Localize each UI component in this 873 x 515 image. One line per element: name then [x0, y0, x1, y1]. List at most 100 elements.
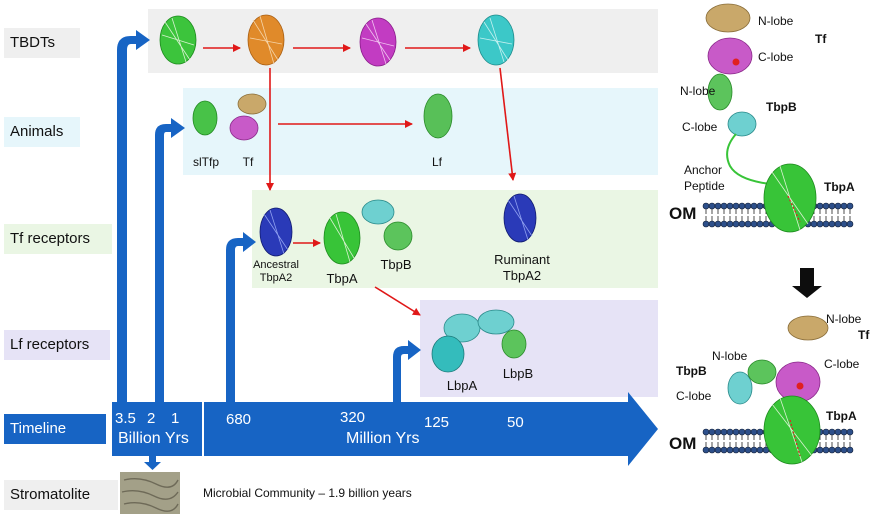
timeline-branch-125 [393, 340, 421, 402]
complex-top-label-anchor2: Peptide [684, 179, 725, 193]
membrane-lipid-bead [708, 202, 716, 210]
row-label-animals: Animals [4, 117, 80, 147]
tbdt-protein-magenta [359, 17, 397, 67]
membrane-lipid-bead [828, 428, 836, 436]
complex-top-label-clobe-tf: C-lobe [758, 50, 794, 64]
membrane-lipid-bead [732, 220, 740, 228]
sltfp-protein [192, 100, 218, 136]
membrane-lipid-bead [744, 220, 752, 228]
complex-top-tf-clobe [707, 37, 753, 75]
membrane-lipid-bead [822, 446, 830, 454]
membrane-lipid-bead [744, 202, 752, 210]
membrane-lipid-bead [702, 202, 710, 210]
membrane-lipid-bead [720, 202, 728, 210]
complex-bottom-label-nlobe-b: N-lobe [712, 349, 748, 363]
complex-bottom-label-om: OM [669, 434, 697, 453]
membrane-lipid-bead [750, 220, 758, 228]
membrane-lipid-bead [846, 428, 854, 436]
membrane-lipid-bead [714, 446, 722, 454]
timeline-million-yrs: Million Yrs [346, 430, 420, 447]
complex-top-label-nlobe-tf: N-lobe [758, 14, 794, 28]
membrane-lipid-bead [726, 428, 734, 436]
stromatolite-caption: Microbial Community – 1.9 billion years [203, 486, 412, 500]
membrane-lipid-bead [714, 428, 722, 436]
complex-bottom-tf-clobe [775, 361, 821, 403]
membrane-lipid-bead [840, 428, 848, 436]
row-label-tf-receptors: Tf receptors [4, 224, 112, 254]
membrane-lipid-bead [828, 220, 836, 228]
membrane-lipid-bead [816, 220, 824, 228]
membrane-lipid-bead [744, 446, 752, 454]
membrane-lipid-bead [816, 446, 824, 454]
membrane-lipid-bead [732, 202, 740, 210]
membrane-lipid-bead [708, 220, 716, 228]
tbdts-band [148, 9, 658, 73]
timeline-tick-2: 2 [147, 410, 156, 427]
membrane-lipid-bead [846, 202, 854, 210]
membrane-lipid-bead [750, 428, 758, 436]
complex-bottom-label-clobe-b: C-lobe [676, 389, 712, 403]
complex-top-label-tbpb: TbpB [766, 100, 797, 114]
complex-top-label-anchor1: Anchor [684, 163, 723, 177]
membrane-lipid-bead [840, 220, 848, 228]
ruminant-tbpa2-protein [503, 193, 537, 243]
lbpa-protein [431, 313, 481, 373]
membrane-lipid-bead [840, 202, 848, 210]
membrane-lipid-bead [846, 446, 854, 454]
complex-top-label-nlobe-b: N-lobe [680, 84, 716, 98]
complex-bottom-tbpa [763, 395, 821, 465]
label-ancestral-line1: Ancestral [253, 259, 299, 271]
membrane-lipid-bead [744, 428, 752, 436]
membrane-lipid-bead [714, 202, 722, 210]
membrane-lipid-bead [720, 220, 728, 228]
tbpb-protein [361, 199, 413, 251]
label-lf: Lf [431, 155, 442, 169]
membrane-lipid-bead [750, 202, 758, 210]
complex-top-label-tf: Tf [815, 32, 827, 46]
complex-top-label-tbpa: TbpA [824, 180, 855, 194]
membrane-lipid-bead [708, 446, 716, 454]
membrane-lipid-bead [702, 220, 710, 228]
timeline-tick-320: 320 [340, 409, 366, 426]
membrane-lipid-bead [720, 446, 728, 454]
membrane-lipid-bead [732, 446, 740, 454]
lf-protein [423, 93, 453, 139]
membrane-lipid-bead [738, 220, 746, 228]
complex-down-arrow [792, 268, 822, 298]
membrane-lipid-bead [762, 220, 770, 228]
row-label-lf-receptors: Lf receptors [4, 330, 110, 360]
membrane-lipid-bead [702, 446, 710, 454]
stromatolite-down-arrow [144, 456, 161, 470]
label-ruminant-line2: TbpA2 [502, 268, 542, 283]
membrane-lipid-bead [738, 446, 746, 454]
membrane-lipid-bead [834, 428, 842, 436]
timeline-tick-680: 680 [226, 411, 252, 428]
timeline-arrow [112, 392, 658, 466]
membrane-lipid-bead [738, 428, 746, 436]
membrane-lipid-bead [720, 428, 728, 436]
membrane-lipid-bead [726, 446, 734, 454]
timeline-tick-125: 125 [424, 414, 450, 431]
membrane-lipid-bead [756, 446, 764, 454]
tf-protein [229, 93, 267, 141]
timeline-branch-680 [226, 232, 256, 402]
membrane-lipid-bead [822, 220, 830, 228]
lbpb-protein [477, 309, 527, 359]
label-sltfp: slTfp [192, 155, 219, 169]
row-label-tbdts: TBDTs [4, 28, 80, 58]
complex-top-tbpa [763, 163, 817, 233]
row-label-stromatolite: Stromatolite [4, 480, 118, 510]
complex-bottom-label-clobe-tf: C-lobe [824, 357, 860, 371]
timeline-tick-1: 1 [171, 410, 180, 427]
label-ancestral-line2: TbpA2 [259, 272, 293, 284]
complex-bottom-label-tbpb: TbpB [676, 364, 707, 378]
membrane-lipid-bead [834, 446, 842, 454]
complex-top-label-om: OM [669, 204, 697, 223]
complex-top-anchor-peptide [726, 133, 771, 185]
membrane-lipid-bead [828, 202, 836, 210]
label-tf: Tf [242, 155, 254, 169]
label-lbpa: LbpA [446, 378, 478, 393]
membrane-lipid-bead [822, 202, 830, 210]
complex-top-tf-nlobe [705, 3, 751, 33]
